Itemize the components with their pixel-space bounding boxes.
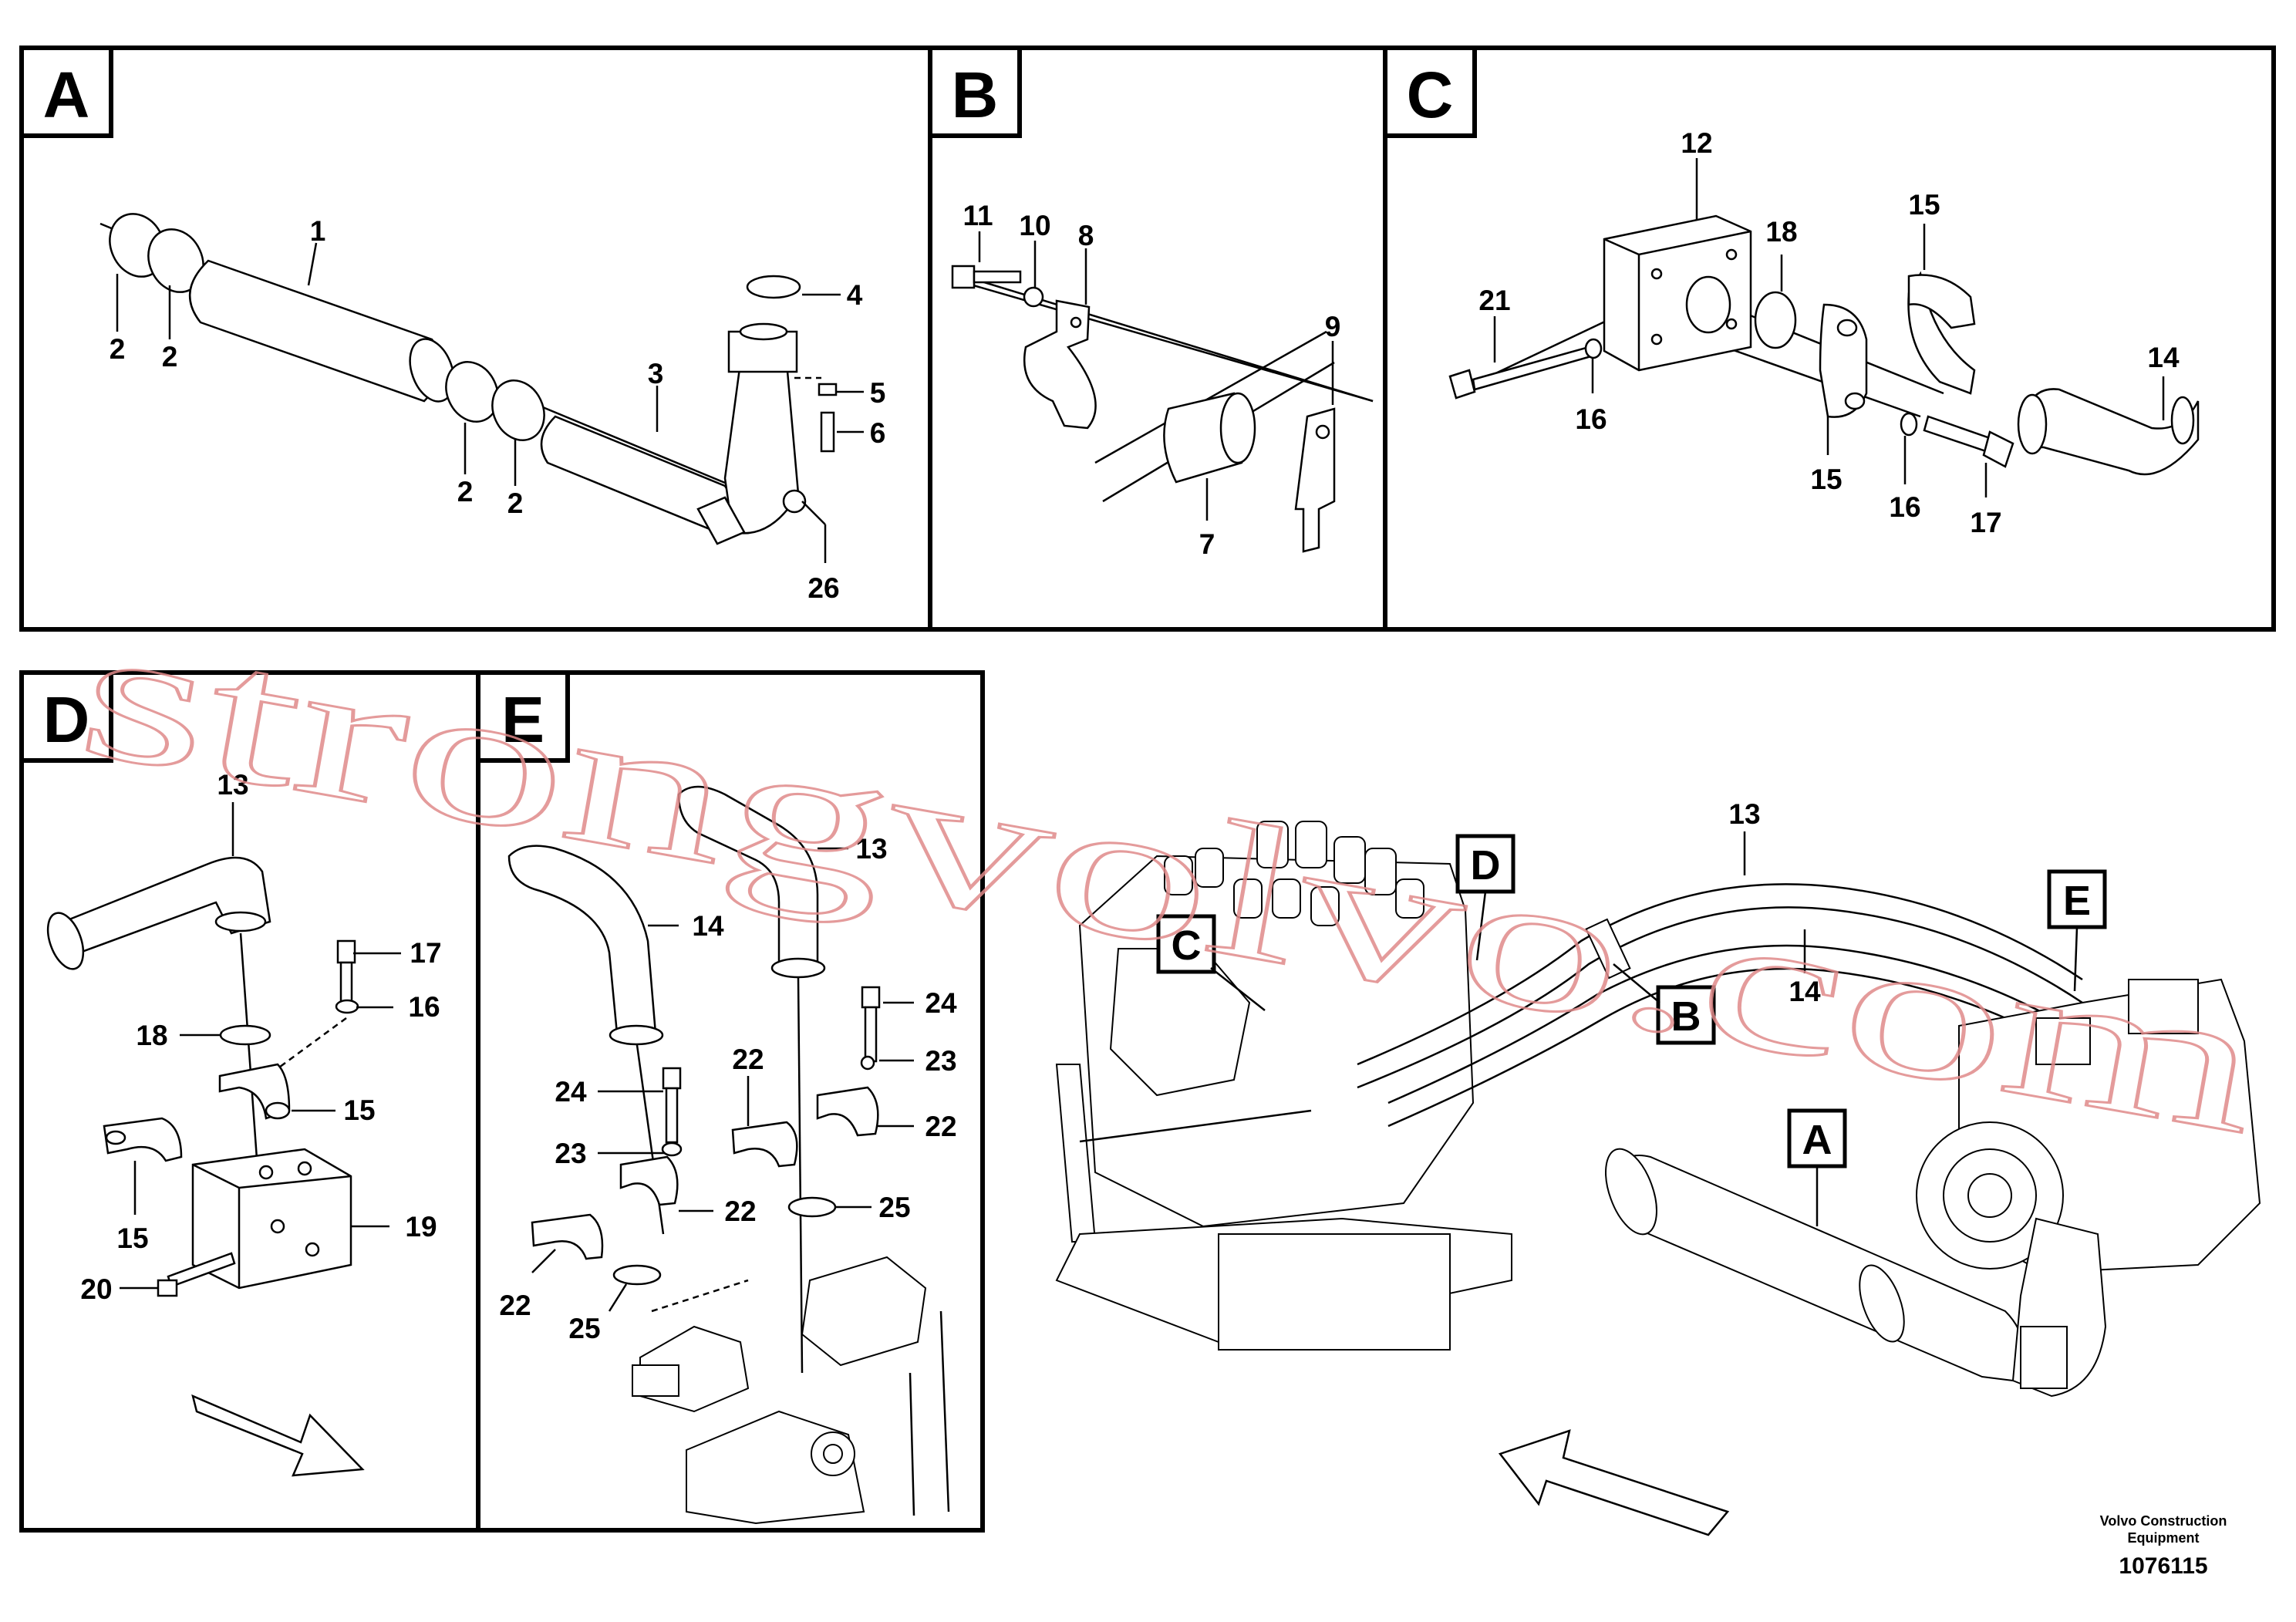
label: 8 <box>1078 220 1094 251</box>
panel-e-frame <box>476 670 985 1533</box>
label: 14 <box>1789 976 1821 1007</box>
label: 15 <box>116 1222 148 1254</box>
panel-d-drawing <box>46 802 401 1477</box>
label: 16 <box>1889 491 1920 523</box>
overview-callout-a: A <box>1787 1108 1847 1226</box>
label: 25 <box>568 1313 600 1344</box>
panel-d-tag: D <box>19 670 113 763</box>
panel-c-labels: 12 15 18 21 16 14 15 16 17 <box>1478 127 2180 538</box>
label: 13 <box>855 833 887 865</box>
label: 26 <box>807 572 839 604</box>
label: 2 <box>457 476 474 508</box>
panel-b-letter: B <box>952 59 999 131</box>
label: 22 <box>499 1290 531 1321</box>
doc-number: 1076115 <box>2119 1553 2207 1579</box>
label: 13 <box>1728 798 1760 830</box>
label: 25 <box>878 1192 910 1223</box>
panel-a-letter: A <box>43 59 90 131</box>
footer: Volvo Construction Equipment 1076115 <box>2100 1513 2227 1579</box>
label: 4 <box>847 279 863 311</box>
label: 22 <box>925 1111 956 1142</box>
overview-callout-c: C <box>1156 914 1266 1011</box>
valve-spools <box>1164 821 1424 926</box>
panel-d-letter: D <box>43 683 90 756</box>
panel-a-labels: 1 2 2 2 2 3 4 5 6 26 <box>110 215 886 604</box>
label: 24 <box>555 1076 587 1108</box>
label: 2 <box>162 341 178 373</box>
label: 17 <box>1970 507 2001 538</box>
label: 21 <box>1478 285 1510 316</box>
label: 14 <box>692 910 724 942</box>
panel-b-drawing <box>951 231 1374 553</box>
label: 2 <box>507 487 524 519</box>
maker-line1: Volvo Construction <box>2100 1513 2227 1529</box>
panel-c-frame <box>1383 46 2276 632</box>
label: 13 <box>217 769 248 801</box>
overview-callout-b: B <box>1613 963 1716 1045</box>
overview-labels: 13 14 <box>1728 798 1821 1007</box>
label: 20 <box>80 1273 112 1305</box>
panel-c-drawing <box>1448 158 2200 497</box>
label: 15 <box>1908 189 1940 221</box>
label: 24 <box>925 987 957 1019</box>
panel-a-tag: A <box>19 46 113 138</box>
callout-letter: D <box>1471 842 1501 889</box>
panel-d-labels: 13 17 16 18 15 15 19 20 <box>80 769 441 1305</box>
label: 14 <box>2147 342 2180 373</box>
label: 10 <box>1019 210 1050 241</box>
panel-b-labels: 11 10 8 9 7 <box>963 200 1340 560</box>
overview-callout-d: D <box>1455 834 1515 961</box>
label: 18 <box>136 1020 167 1051</box>
label: 7 <box>1199 528 1215 560</box>
panel-e-tag: E <box>476 670 570 763</box>
label: 9 <box>1325 311 1341 342</box>
callout-letter: E <box>2063 878 2091 924</box>
panel-e-letter: E <box>501 683 544 756</box>
label: 17 <box>410 937 441 969</box>
label: 19 <box>405 1211 437 1243</box>
label: 5 <box>870 377 886 409</box>
label: 11 <box>963 200 993 231</box>
label: 15 <box>343 1094 375 1126</box>
label: 22 <box>724 1195 756 1227</box>
maker-line2: Equipment <box>2128 1530 2200 1546</box>
label: 22 <box>732 1044 764 1075</box>
label: 23 <box>925 1045 956 1077</box>
panel-b-tag: B <box>928 46 1022 138</box>
label: 16 <box>408 991 440 1023</box>
panel-c-tag: C <box>1383 46 1477 138</box>
label: 12 <box>1681 127 1712 159</box>
label: 2 <box>110 333 126 365</box>
callout-letter: A <box>1802 1117 1832 1163</box>
panel-e-labels: 13 14 24 23 22 22 24 23 22 25 22 25 <box>499 833 957 1344</box>
label: 16 <box>1575 403 1607 435</box>
label: 18 <box>1765 216 1797 248</box>
callout-letter: C <box>1172 922 1202 969</box>
label: 23 <box>555 1138 586 1169</box>
panel-a-drawing <box>99 213 864 563</box>
callout-letter: B <box>1671 993 1701 1040</box>
label: 3 <box>648 358 664 389</box>
label: 1 <box>310 215 326 247</box>
label: 15 <box>1810 464 1842 495</box>
overview-callout-e: E <box>2047 869 2107 992</box>
label: 6 <box>870 417 886 449</box>
panel-e-drawing <box>507 785 950 1525</box>
panel-c-letter: C <box>1407 59 1454 131</box>
